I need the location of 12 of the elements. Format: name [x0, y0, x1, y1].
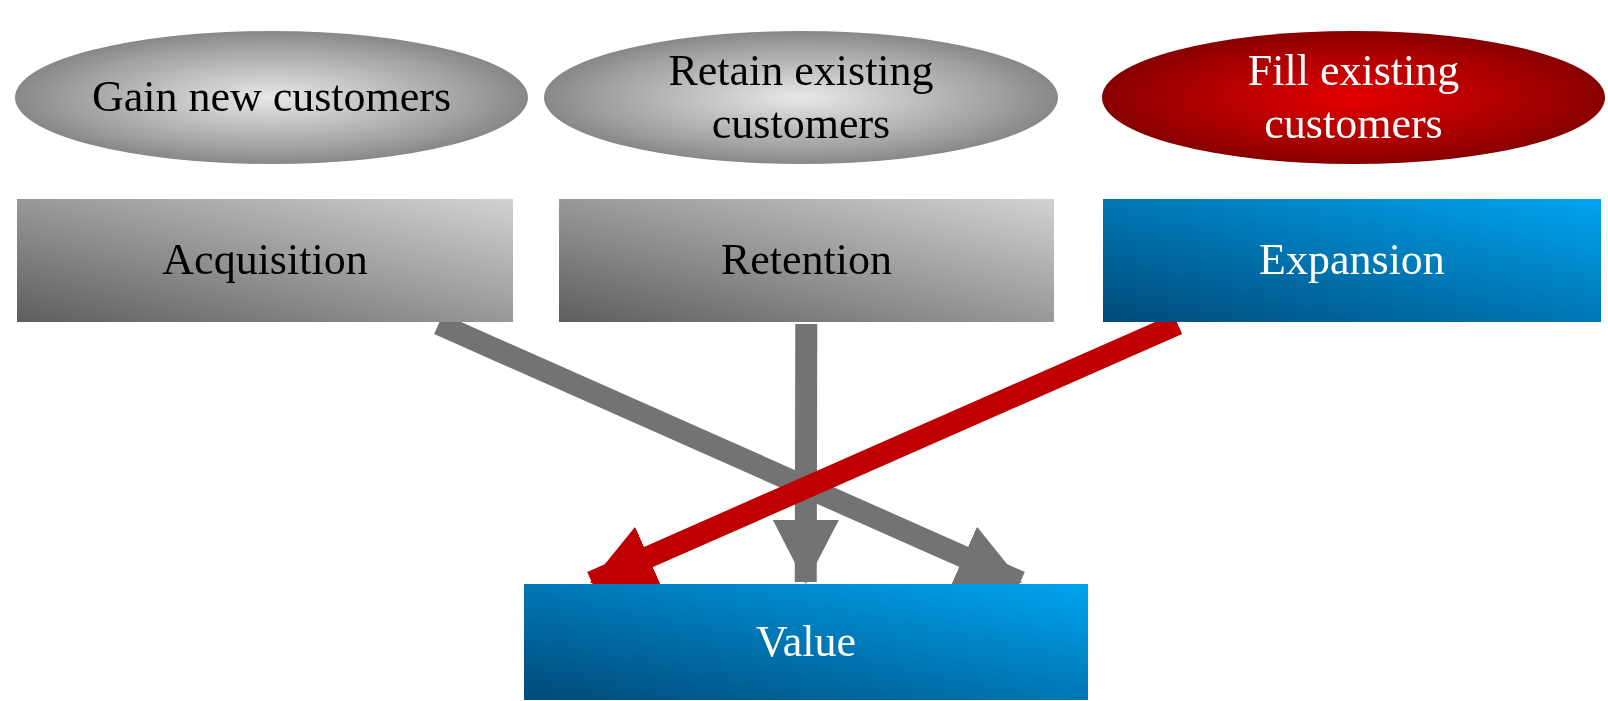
node-label: Expansion: [1259, 234, 1445, 287]
stage-box: [559, 199, 1054, 322]
stage-box: [17, 199, 513, 322]
node-label: Retain existing customers: [667, 44, 935, 150]
arrow: [772, 324, 839, 584]
node-label: Retention: [720, 234, 893, 287]
result-box: [524, 584, 1088, 700]
node-label: Acquisition: [162, 234, 368, 287]
stage-box: [1103, 199, 1601, 322]
node-label: Gain new customers: [91, 71, 452, 124]
node-label: Value: [755, 615, 857, 668]
node-label: Fill existing customers: [1246, 44, 1461, 150]
